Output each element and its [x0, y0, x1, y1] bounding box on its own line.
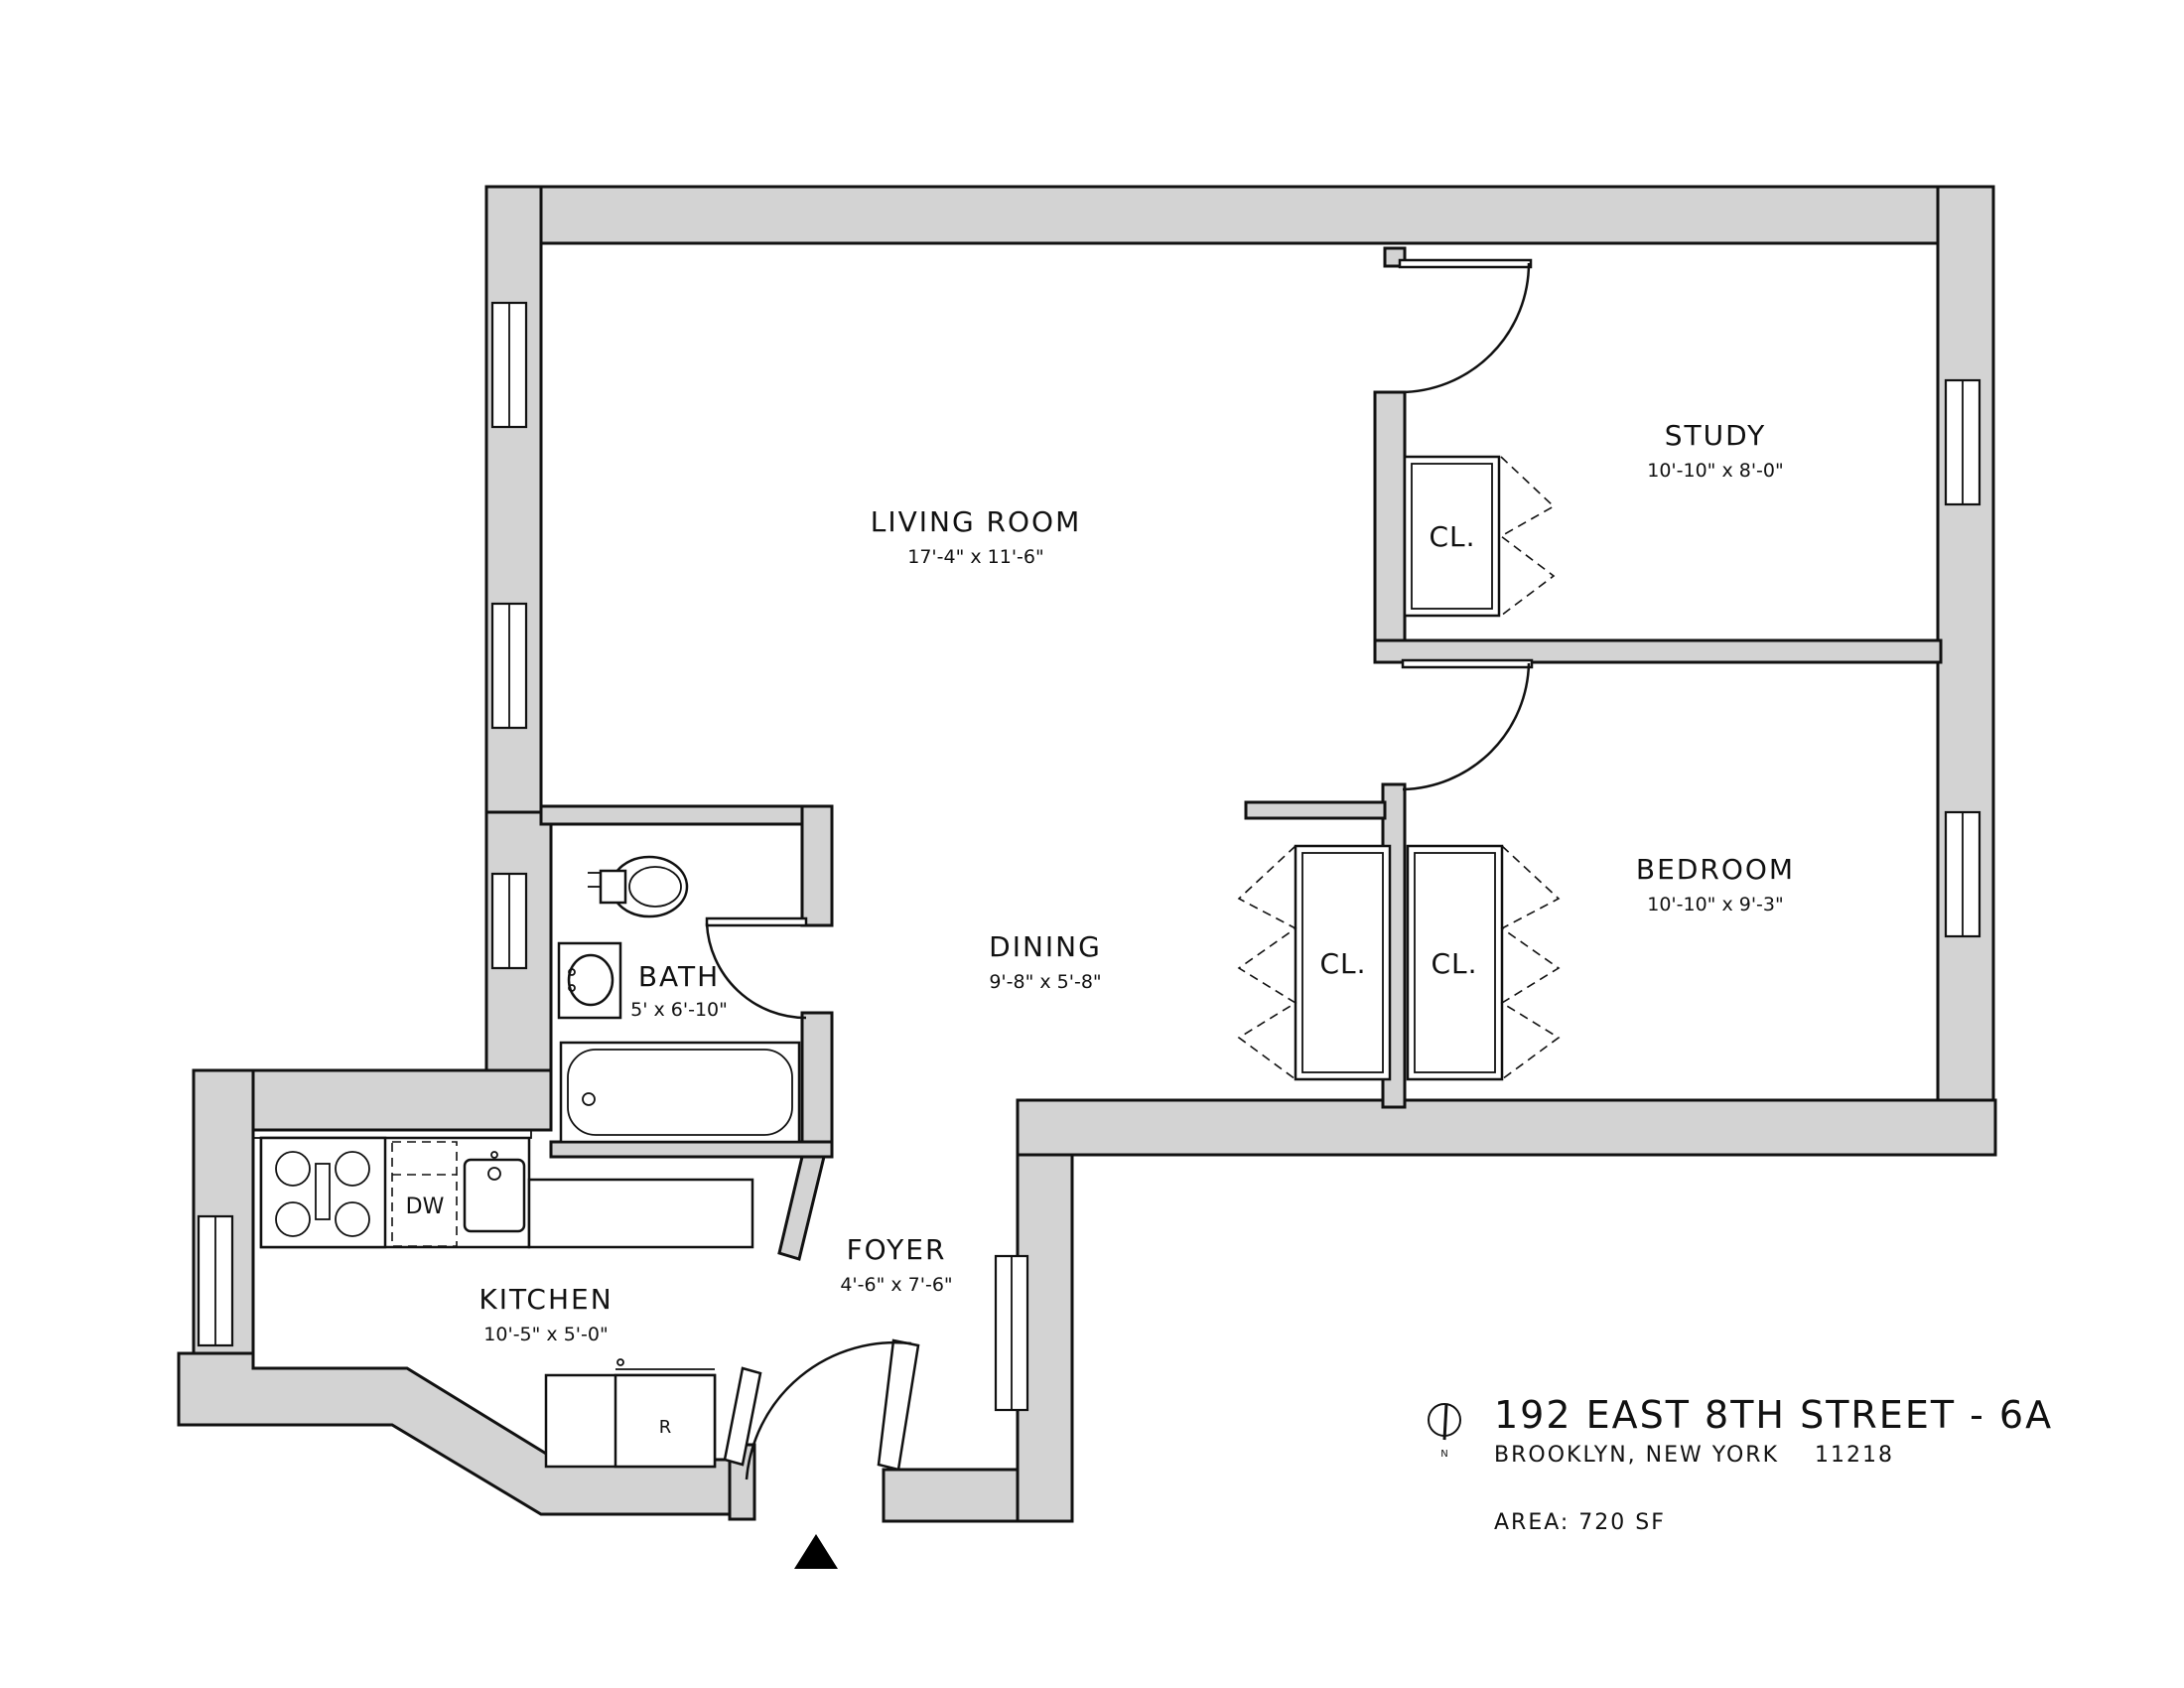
study-label: STUDY [1665, 419, 1767, 452]
address-line-1: 192 EAST 8TH STREET - 6A [1494, 1393, 2053, 1437]
study-closet-label: CL. [1429, 520, 1475, 553]
living-room-label: LIVING ROOM [871, 505, 1082, 538]
bath-size: 5' x 6'-10" [630, 999, 728, 1021]
foyer-label: FOYER [847, 1233, 947, 1266]
compass-north-label: N [1440, 1449, 1447, 1460]
dining-size: 9'-8" x 5'-8" [989, 971, 1101, 993]
doors [705, 258, 1534, 1480]
entry-arrow-icon [794, 1534, 838, 1569]
area-label: AREA: 720 SF [1494, 1510, 1666, 1535]
exterior-walls [177, 185, 1997, 1523]
bath-fixtures [557, 855, 801, 1144]
windows [197, 301, 1981, 1412]
dining-label: DINING [989, 930, 1102, 963]
study-size: 10'-10" x 8'-0" [1647, 460, 1784, 482]
living-room-size: 17'-4" x 11'-6" [907, 546, 1044, 568]
bedroom-size: 10'-10" x 9'-3" [1647, 894, 1784, 915]
bedroom-closet-left-label: CL. [1319, 947, 1366, 980]
bath-label: BATH [638, 960, 720, 993]
closets [1237, 455, 1561, 1081]
kitchen-size: 10'-5" x 5'-0" [483, 1324, 608, 1345]
dishwasher-label: DW [406, 1195, 445, 1219]
kitchen-label: KITCHEN [478, 1283, 613, 1316]
foyer-size: 4'-6" x 7'-6" [840, 1274, 952, 1296]
kitchen-fixtures [259, 1136, 762, 1469]
address-line-2: BROOKLYN, NEW YORK 11218 [1494, 1443, 1894, 1468]
north-compass-icon [1428, 1403, 1461, 1441]
bedroom-closet-right-label: CL. [1431, 947, 1477, 980]
bedroom-label: BEDROOM [1636, 853, 1795, 886]
refrigerator-label: R [659, 1417, 672, 1438]
